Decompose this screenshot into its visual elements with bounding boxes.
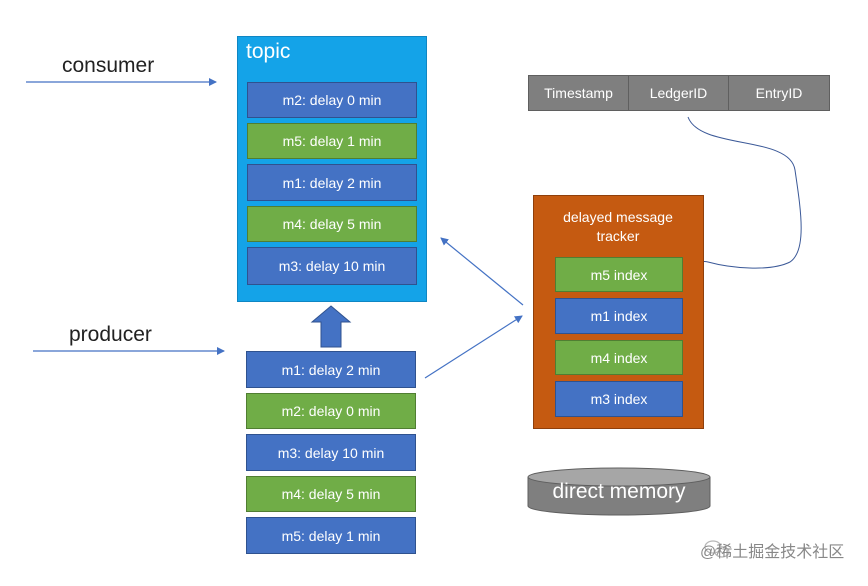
- producer-message-3: m3: delay 10 min: [246, 434, 416, 471]
- producer-message-5: m5: delay 1 min: [246, 517, 416, 554]
- topic-message-2: m5: delay 1 min: [247, 123, 417, 159]
- tracker-title: delayed message tracker: [563, 209, 673, 244]
- field-timestamp: Timestamp: [528, 75, 629, 111]
- direct-memory-cylinder: [527, 467, 711, 516]
- index-link-curve: [683, 116, 802, 274]
- wechat-logo-icon: [704, 540, 730, 558]
- tracker-entry-1: m5 index: [555, 257, 683, 292]
- topic-message-5: m3: delay 10 min: [247, 247, 417, 285]
- topic-message-3: m1: delay 2 min: [247, 164, 417, 201]
- tracker-entry-2: m1 index: [555, 298, 683, 334]
- producer-message-4: m4: delay 5 min: [246, 476, 416, 512]
- tracker-entry-3: m4 index: [555, 340, 683, 375]
- tracker-to-topic-arrow: [440, 237, 524, 306]
- topic-message-1: m2: delay 0 min: [247, 82, 417, 118]
- producer-message-2: m2: delay 0 min: [246, 393, 416, 429]
- topic-message-4: m4: delay 5 min: [247, 206, 417, 242]
- up-block-arrow: [310, 305, 352, 348]
- producer-to-tracker-arrow: [424, 315, 523, 379]
- producer-label: producer: [69, 323, 152, 346]
- field-entryid: EntryID: [728, 75, 830, 111]
- watermark-text: @稀土掘金技术社区: [700, 544, 845, 561]
- topic-title: topic: [246, 40, 291, 63]
- tracker-entry-4: m3 index: [555, 381, 683, 417]
- consumer-label: consumer: [62, 54, 155, 77]
- field-ledgerid: LedgerID: [628, 75, 729, 111]
- producer-message-1: m1: delay 2 min: [246, 351, 416, 388]
- direct-memory-label: direct memory: [552, 480, 686, 503]
